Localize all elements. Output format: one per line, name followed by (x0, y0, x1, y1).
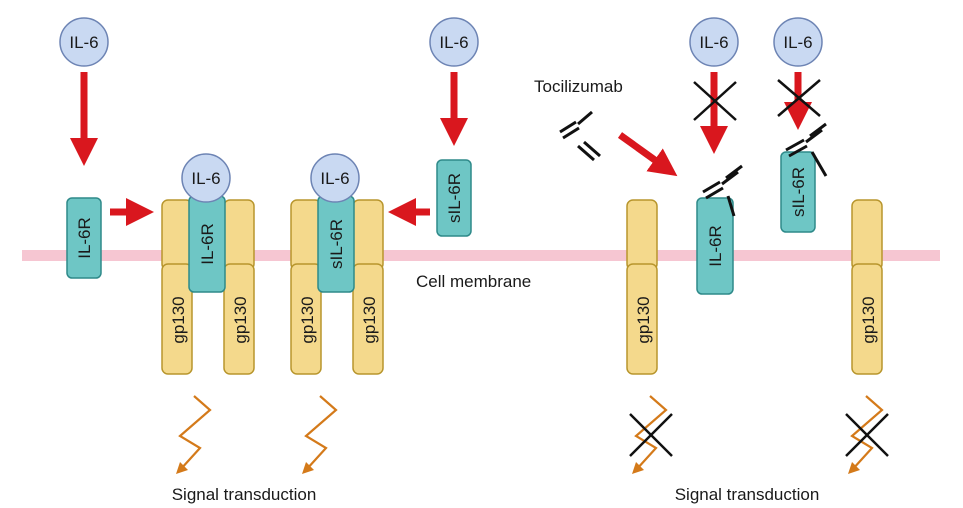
il6-label: IL-6 (69, 33, 98, 52)
tocilizumab-antibody-bound-2 (785, 122, 828, 177)
sil6r-label: sIL-6R (327, 219, 346, 269)
sil6r-soluble-receptor: sIL-6R (436, 159, 472, 237)
il6-label: IL-6 (699, 33, 728, 52)
block-cross-1 (693, 81, 737, 121)
signal-transduction-label-right: Signal transduction (675, 485, 820, 504)
gp130-label: gp130 (360, 296, 379, 343)
gp130-right-1: gp130 (626, 199, 658, 375)
il6r-receptor-complex-1: IL-6R (188, 195, 226, 293)
cell-membrane-label: Cell membrane (416, 272, 531, 291)
sil6r-label: sIL-6R (789, 167, 808, 217)
il6-ligand-blocked-2: IL-6 (773, 17, 823, 67)
signal-bolt-2 (304, 395, 338, 471)
sil6r-receptor-complex-2: sIL-6R (317, 195, 355, 293)
gp130-left-2: gp130 (223, 199, 255, 375)
il6-label: IL-6 (320, 169, 349, 188)
tocilizumab-antibody-bound-1 (702, 164, 743, 217)
il6r-label: IL-6R (706, 225, 725, 267)
tocilizumab-label: Tocilizumab (534, 77, 623, 96)
il6r-label: IL-6R (75, 217, 94, 259)
signal-bolt-2-head (302, 462, 314, 474)
signal-transduction-label-left: Signal transduction (172, 485, 317, 504)
block-cross-2 (777, 79, 821, 117)
il6-ligand-left: IL-6 (59, 17, 109, 67)
gp130-right-2: gp130 (851, 199, 883, 375)
il6-label: IL-6 (783, 33, 812, 52)
signal-bolt-3-head (632, 462, 644, 474)
il6r-receptor-left: IL-6R (66, 197, 102, 279)
il6-bound-complex-2: IL-6 (310, 153, 360, 203)
gp130-left-4: gp130 (352, 199, 384, 375)
il6r-receptor-blocked: IL-6R (696, 197, 734, 295)
red-arrow-tocilizumab (617, 132, 678, 177)
signal-bolt-4-head (848, 462, 860, 474)
gp130-label: gp130 (231, 296, 250, 343)
gp130-label: gp130 (169, 296, 188, 343)
signal-bolt-1-head (176, 462, 188, 474)
il6-label: IL-6 (439, 33, 468, 52)
gp130-left-3: gp130 (290, 199, 322, 375)
block-cross-3 (629, 413, 673, 457)
il6-label: IL-6 (191, 169, 220, 188)
sil6r-label: sIL-6R (445, 173, 464, 223)
gp130-label: gp130 (298, 296, 317, 343)
block-cross-4 (845, 413, 889, 457)
gp130-label: gp130 (634, 296, 653, 343)
cell-membrane (22, 250, 940, 261)
il6r-label: IL-6R (198, 223, 217, 265)
signal-bolt-1 (178, 395, 212, 471)
signal-bolt-3 (634, 395, 668, 471)
il6-ligand-soluble: IL-6 (429, 17, 479, 67)
il6-bound-complex-1: IL-6 (181, 153, 231, 203)
gp130-label: gp130 (859, 296, 878, 343)
tocilizumab-antibody-free (559, 110, 601, 162)
gp130-left-1: gp130 (161, 199, 193, 375)
sil6r-soluble-blocked: sIL-6R (780, 151, 816, 233)
signal-bolt-4 (850, 395, 884, 471)
il6-ligand-blocked-1: IL-6 (689, 17, 739, 67)
